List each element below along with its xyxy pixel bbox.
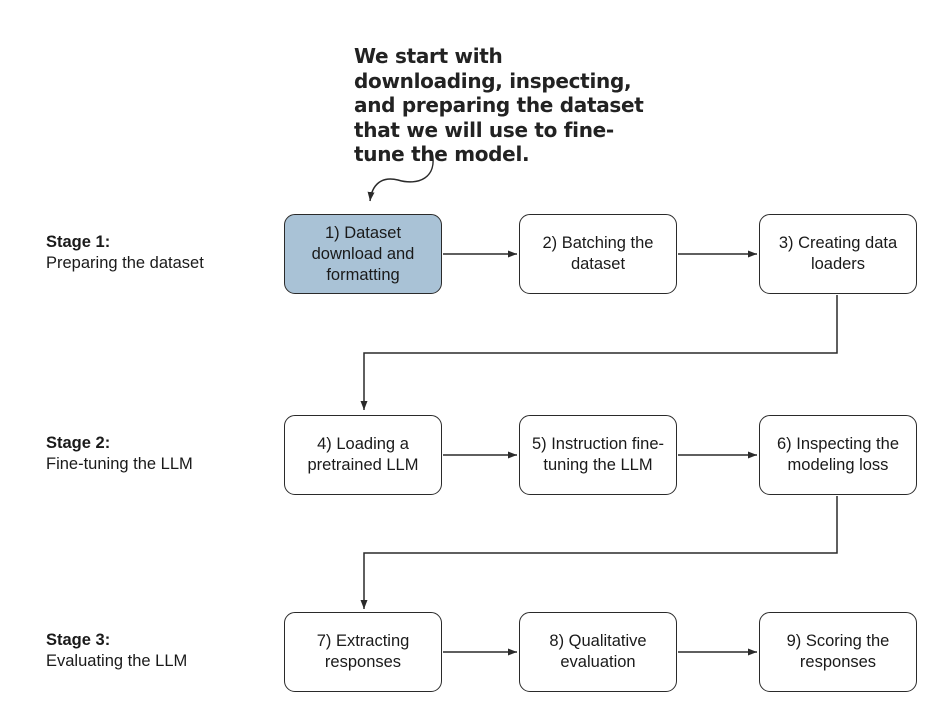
stage-3-label: Stage 3: Evaluating the LLM	[46, 630, 187, 672]
arrow-step3-to-step4	[360, 295, 838, 410]
step-8-box: 8) Qualitative evaluation	[519, 612, 677, 692]
step-4-box: 4) Loading a pretrained LLM	[284, 415, 442, 495]
step-5-box: 5) Instruction fine-tuning the LLM	[519, 415, 677, 495]
stage-1-label: Stage 1: Preparing the dataset	[46, 232, 204, 274]
stage-2-subtitle: Fine-tuning the LLM	[46, 455, 193, 473]
step-6-box: 6) Inspecting the modeling loss	[759, 415, 917, 495]
annotation-text: We start with downloading, inspecting, a…	[354, 44, 644, 166]
step-3-box: 3) Creating data loaders	[759, 214, 917, 294]
step-2-box: 2) Batching the dataset	[519, 214, 677, 294]
stage-3-subtitle: Evaluating the LLM	[46, 652, 188, 670]
annotation-pointer-arrow	[367, 151, 434, 202]
stage-2-label: Stage 2: Fine-tuning the LLM	[46, 433, 193, 475]
stage-2-title: Stage 2:	[46, 434, 111, 452]
step-7-box: 7) Extracting responses	[284, 612, 442, 692]
stage-1-title: Stage 1:	[46, 233, 111, 251]
step-1-box: 1) Dataset download and formatting	[284, 214, 442, 294]
arrow-step6-to-step7	[360, 496, 838, 609]
step-9-box: 9) Scoring the responses	[759, 612, 917, 692]
stage-3-title: Stage 3:	[46, 631, 111, 649]
stage-1-subtitle: Preparing the dataset	[46, 254, 204, 272]
